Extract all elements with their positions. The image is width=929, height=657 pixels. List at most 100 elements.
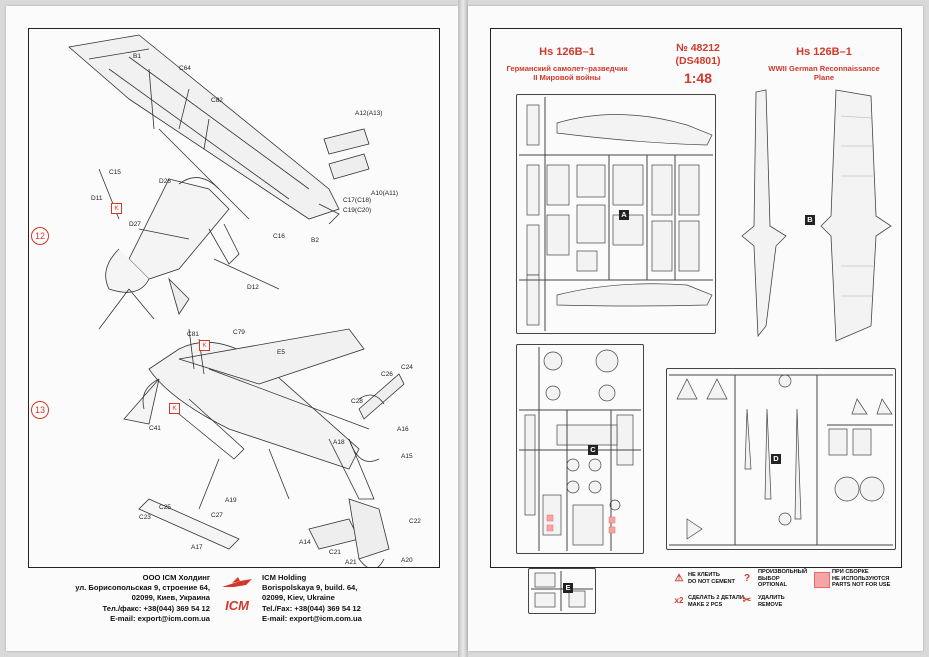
- make-two-icon: x2: [674, 596, 684, 605]
- part-label: C16: [273, 233, 285, 240]
- plane-logo-icon: [222, 577, 252, 587]
- part-label: A15: [401, 453, 413, 460]
- part-label: C82: [211, 97, 223, 104]
- kit-subtitle-ru: Германский самолет–разведчик II Мировой …: [500, 64, 634, 82]
- part-label: B1: [133, 53, 141, 60]
- part-label: C23: [139, 514, 151, 521]
- kit-title-en: Hs 126B–1: [796, 46, 852, 58]
- page-fold: [458, 0, 468, 657]
- address-en: ICM Holding Borispolskaya 9, build. 64, …: [262, 573, 442, 624]
- sprue-frame-border: [490, 28, 902, 568]
- assembly-drawing: [68, 34, 405, 567]
- address-line: 02099, Kiev, Ukraine: [262, 593, 335, 603]
- part-label: C25: [159, 504, 171, 511]
- company-footer: ООО ICM Холдинг ул. Борисопольская 9, ст…: [28, 569, 438, 645]
- legend-line: НЕ КЛЕИТЬ: [688, 572, 720, 578]
- kit-subtitle-en: WWII German Reconnaissance Plane: [754, 64, 894, 82]
- k-marker: K: [111, 203, 122, 214]
- instruction-page-right: Hs 126B–1 Германский самолет–разведчик I…: [468, 6, 923, 651]
- logo-text: ICM: [225, 598, 249, 613]
- part-label: A19: [225, 497, 237, 504]
- legend-line: PARTS NOT FOR USE: [832, 582, 891, 589]
- legend-line: ПРОИЗВОЛЬНЫЙ: [758, 569, 808, 575]
- parts-not-for-use-swatch: [814, 572, 830, 588]
- address-line: Tel./Fax: +38(044) 369 54 12: [262, 603, 361, 613]
- part-label: C21: [329, 549, 341, 556]
- kit-number-line: (DS4801): [675, 55, 721, 67]
- sprue-c-parts: [519, 347, 641, 551]
- part-label: A17: [191, 544, 203, 551]
- subtitle-line: WWII German Reconnaissance: [768, 64, 880, 73]
- part-label: C41: [149, 425, 161, 432]
- part-label: D27: [129, 221, 141, 228]
- sprue-letter-c: C: [588, 445, 598, 455]
- address-line: E-mail: export@icm.com.ua: [110, 613, 210, 623]
- subtitle-line: Германский самолет–разведчик: [506, 64, 628, 73]
- legend-do-not-cement: НЕ КЛЕИТЬ DO NOT CEMENT: [688, 572, 735, 585]
- legend-optional: ПРОИЗВОЛЬНЫЙ ВЫБОР OPTIONAL: [758, 569, 807, 589]
- sprue-c: [516, 344, 644, 554]
- subtitle-line: Plane: [813, 73, 835, 82]
- part-label: E5: [277, 349, 285, 356]
- legend-line: MAKE 2 PCS: [688, 601, 723, 608]
- part-label: A18: [333, 439, 345, 446]
- part-label: A14: [299, 539, 311, 546]
- legend-line: УДАЛИТЬ: [758, 595, 785, 601]
- step-number-12: 12: [31, 227, 49, 245]
- do-not-cement-icon: ⚠: [674, 573, 684, 584]
- part-label: A21: [345, 559, 357, 566]
- legend-line: REMOVE: [758, 601, 783, 608]
- kit-number-line: № 48212: [676, 42, 720, 54]
- part-label: C27: [211, 512, 223, 519]
- sprue-d: [666, 368, 896, 550]
- part-label: C26: [381, 371, 393, 378]
- address-line: Borispolskaya 9, build. 64,: [262, 583, 358, 593]
- subtitle-line: II Мировой войны: [533, 73, 601, 82]
- part-label: C17(C18): [343, 197, 372, 204]
- address-line: Тел./факс: +38(044) 369 54 12: [102, 603, 210, 613]
- legend-line: НЕ ИСПОЛЬЗУЮТСЯ: [832, 575, 890, 582]
- address-line: ул. Борисопольская 9, строение 64,: [75, 583, 210, 593]
- kit-title-ru: Hs 126B–1: [539, 46, 595, 58]
- assembly-frame: 12 13 K K K B1 C64 C82 A12(A13) C15 D11 …: [28, 28, 440, 568]
- step-number-13: 13: [31, 401, 49, 419]
- part-label: A20: [401, 557, 413, 564]
- legend-remove: УДАЛИТЬ REMOVE: [758, 595, 785, 608]
- instruction-page-left: 12 13 K K K B1 C64 C82 A12(A13) C15 D11 …: [6, 6, 458, 651]
- k-marker: K: [169, 403, 180, 414]
- part-label: C24: [401, 364, 413, 371]
- part-label: B2: [311, 237, 319, 244]
- legend-line: DO NOT CEMENT: [688, 578, 735, 585]
- sprue-a-parts: [519, 97, 713, 331]
- address-line: E-mail: export@icm.com.ua: [262, 613, 362, 623]
- kit-scale: 1:48: [683, 70, 713, 86]
- address-ru: ООО ICM Холдинг ул. Борисопольская 9, ст…: [46, 573, 210, 624]
- part-label: C22: [409, 518, 421, 525]
- legend-parts-not-for-use: ПРИ СБОРКЕ НЕ ИСПОЛЬЗУЮТСЯ PARTS NOT FOR…: [832, 569, 890, 589]
- sprue-b-wing: [741, 89, 892, 342]
- sprue-d-parts: [669, 374, 893, 546]
- part-label: C28: [351, 398, 363, 405]
- address-line: 02099, Киев, Украина: [131, 593, 210, 603]
- legend-line: ВЫБОР: [758, 575, 780, 582]
- legend-make-2: СДЕЛАТЬ 2 ДЕТАЛИ MAKE 2 PCS: [688, 595, 744, 608]
- sprue-letter-b: B: [805, 215, 815, 225]
- remove-icon: ✂: [742, 595, 752, 606]
- part-label: C81: [187, 331, 199, 338]
- kit-number: № 48212 (DS4801): [658, 42, 738, 68]
- legend-line: ПРИ СБОРКЕ: [832, 569, 869, 575]
- icm-logo: ICM: [216, 575, 258, 613]
- part-label: C15: [109, 169, 121, 176]
- part-label: A10(A11): [371, 190, 398, 197]
- part-label: C79: [233, 329, 245, 336]
- part-label: D26: [159, 178, 171, 185]
- part-label: C19(C20): [343, 207, 372, 214]
- part-label: C64: [179, 65, 191, 72]
- part-label: D12: [247, 284, 259, 291]
- address-line: ООО ICM Холдинг: [142, 573, 210, 582]
- sprue-e: [528, 568, 596, 614]
- sprue-a: [516, 94, 716, 334]
- k-marker: K: [199, 340, 210, 351]
- sprue-letter-a: A: [619, 210, 629, 220]
- legend-line: СДЕЛАТЬ 2 ДЕТАЛИ: [688, 595, 744, 601]
